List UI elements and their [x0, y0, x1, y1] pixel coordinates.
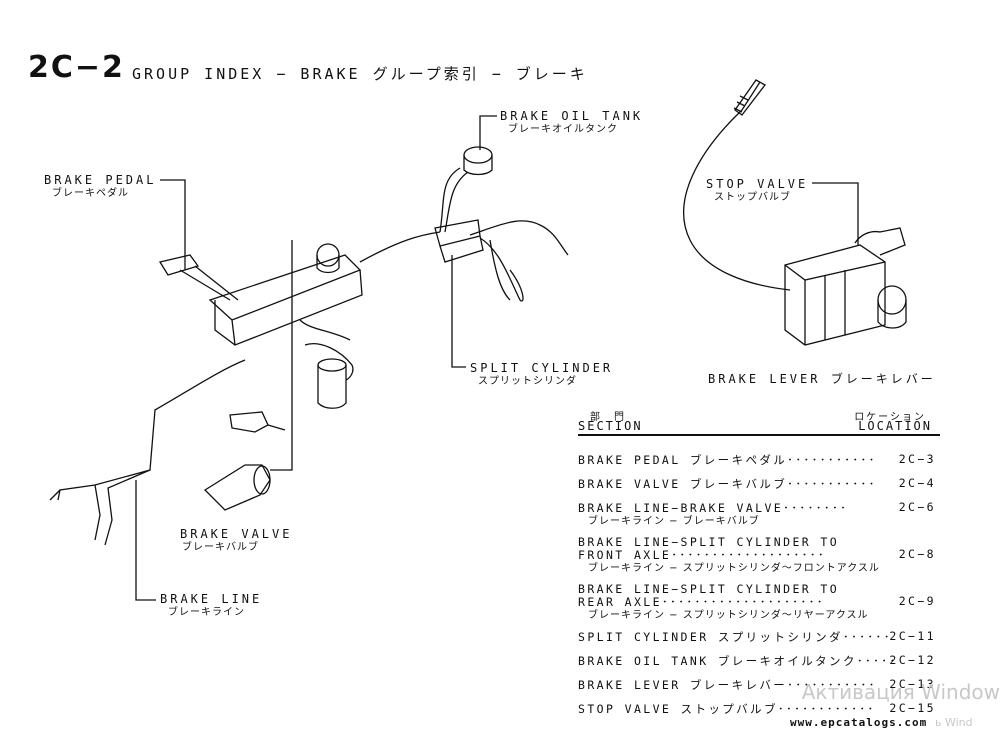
index-row: BRAKE VALVE ブレーキバルブ･･･････････ 2C−4	[578, 476, 940, 492]
index-row: SPLIT CYLINDER スプリットシリンダ･･････ 2C−11	[578, 629, 940, 645]
index-row-text: BRAKE OIL TANK ブレーキオイルタンク･････	[578, 654, 898, 668]
callout-split-cylinder-jp: スプリットシリンダ	[478, 376, 577, 387]
watermark-overlay-text: ь Wind	[935, 716, 973, 729]
index-row-subtitle: ブレーキライン − スプリットシリンダ〜フロントアクスル	[588, 563, 880, 574]
index-row: BRAKE LINE−BRAKE VALVE････････ 2C−6 ブレーキ…	[578, 500, 940, 527]
col-section-en: SECTION	[578, 419, 643, 433]
activation-watermark: Активация Window	[801, 680, 1000, 704]
callout-split-cylinder-en: SPLIT CYLINDER	[470, 361, 614, 375]
col-location-en: LOCATION	[858, 419, 932, 433]
callout-brake-pedal: BRAKE PEDAL ブレーキペダル	[44, 174, 156, 200]
callout-brake-oil-tank-jp: ブレーキオイルタンク	[508, 124, 618, 135]
index-row-location: 2C−9	[898, 594, 936, 608]
index-row-location: 2C−4	[898, 476, 936, 490]
callout-brake-valve: BRAKE VALVE ブレーキバルブ	[180, 528, 292, 554]
frame-rail	[208, 254, 362, 321]
index-row-location: 2C−8	[898, 547, 936, 561]
index-row-text: BRAKE LINE−SPLIT CYLINDER TO	[578, 582, 840, 596]
index-row-text: BRAKE PEDAL ブレーキペダル･･･････････	[578, 453, 877, 467]
site-url: www.epcatalogs.com	[790, 716, 928, 729]
callout-stop-valve-jp: ストップバルブ	[714, 192, 791, 203]
index-table-header: 部 門 SECTION ロケーション LOCATION	[578, 408, 940, 436]
index-row-location: 2C−3	[898, 452, 936, 466]
index-row: BRAKE LINE−SPLIT CYLINDER TO	[578, 582, 940, 596]
index-row: BRAKE PEDAL ブレーキペダル･･･････････ 2C−3	[578, 452, 940, 468]
brake-pedal-drawing	[158, 254, 239, 301]
index-row-location: 2C−11	[889, 629, 936, 643]
callout-stop-valve-en: STOP VALVE	[706, 177, 809, 191]
index-row-location: 2C−13	[889, 677, 936, 691]
col-section-jp: 部 門	[590, 412, 626, 423]
index-row-subtitle: ブレーキライン − ブレーキバルブ	[588, 516, 760, 527]
leader-brake-pedal	[160, 179, 186, 270]
index-row: REAR AXLE････････････････････ 2C−9 ブレーキラ…	[578, 594, 940, 621]
callout-brake-pedal-jp: ブレーキペダル	[52, 188, 129, 199]
callout-brake-pedal-en: BRAKE PEDAL	[44, 173, 157, 187]
index-row: BRAKE LEVER ブレーキレバー･･･････････ 2C−13	[578, 677, 940, 693]
index-row: FRONT AXLE･･･････････････････ 2C−8 ブレーキラ…	[578, 547, 940, 574]
index-row: BRAKE LINE−SPLIT CYLINDER TO	[578, 535, 940, 549]
leader-brake-valve	[270, 240, 293, 471]
index-row-text: STOP VALVE ストップバルブ････････････	[578, 702, 876, 716]
leader-brake-line	[135, 480, 156, 601]
brake-lever-cable	[683, 81, 791, 291]
leader-stop-valve	[812, 182, 859, 245]
callout-brake-line-jp: ブレーキライン	[168, 607, 245, 618]
col-location-jp: ロケーション	[854, 412, 926, 423]
callout-brake-valve-jp: ブレーキバルブ	[182, 542, 259, 553]
brake-valve-drawing	[203, 464, 271, 511]
index-row-text: BRAKE VALVE ブレーキバルブ･･･････････	[578, 477, 877, 491]
index-row-text: BRAKE LINE−SPLIT CYLINDER TO	[578, 535, 840, 549]
callout-brake-oil-tank-en: BRAKE OIL TANK	[500, 109, 644, 123]
callout-brake-lever-en: BRAKE LEVER ブレーキレバー	[708, 372, 936, 386]
stop-valve-drawing	[784, 244, 886, 346]
callout-brake-lever: BRAKE LEVER ブレーキレバー	[708, 373, 936, 386]
index-row-text: REAR AXLE････････････････････	[578, 595, 825, 609]
index-row-location: 2C−12	[889, 653, 936, 667]
section-index-table: 部 門 SECTION ロケーション LOCATION BRAKE PEDAL …	[578, 408, 940, 717]
index-row-text: FRONT AXLE･･･････････････････	[578, 548, 827, 562]
index-row-text: BRAKE LEVER ブレーキレバー･･･････････	[578, 678, 877, 692]
index-row-location: 2C−6	[898, 500, 936, 514]
leader-split-cylinder	[451, 255, 466, 368]
index-row: STOP VALVE ストップバルブ････････････ 2C−15	[578, 701, 940, 717]
callout-brake-line-en: BRAKE LINE	[160, 592, 263, 606]
index-row-subtitle: ブレーキライン − スプリットシリンダ〜リヤーアクスル	[588, 610, 869, 621]
callout-brake-oil-tank: BRAKE OIL TANK ブレーキオイルタンク	[500, 110, 643, 136]
page-title: GROUP INDEX − BRAKE グループ索引 − ブレーキ	[132, 65, 588, 83]
index-row-text: BRAKE LINE−BRAKE VALVE････････	[578, 501, 849, 515]
callout-stop-valve: STOP VALVE ストップバルブ	[706, 178, 808, 204]
index-row-location: 2C−15	[889, 701, 936, 715]
callout-brake-valve-en: BRAKE VALVE	[180, 527, 293, 541]
page-number: 2C−2	[28, 50, 125, 85]
callout-split-cylinder: SPLIT CYLINDER スプリットシリンダ	[470, 362, 613, 388]
index-row: BRAKE OIL TANK ブレーキオイルタンク･････ 2C−12	[578, 653, 940, 669]
index-row-text: SPLIT CYLINDER スプリットシリンダ･･････	[578, 630, 892, 644]
leader-oil-tank	[479, 115, 497, 150]
callout-brake-line: BRAKE LINE ブレーキライン	[160, 593, 262, 619]
